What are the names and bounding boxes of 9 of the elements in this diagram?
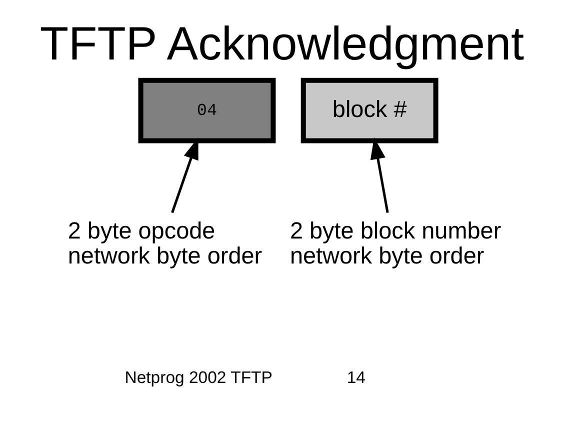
- arrow: [171, 137, 198, 214]
- node-box: 04: [138, 78, 276, 144]
- label: Netprog 2002 TFTP: [124, 368, 272, 387]
- node-box: block #: [300, 78, 438, 144]
- node-text: 2 byte block number network byte order: [290, 217, 502, 268]
- diagram-title: TFTP Acknowledgment: [40, 17, 524, 70]
- label: 14: [346, 368, 366, 387]
- arrow: [370, 137, 389, 213]
- node-text: 2 byte opcode network byte order: [68, 217, 262, 268]
